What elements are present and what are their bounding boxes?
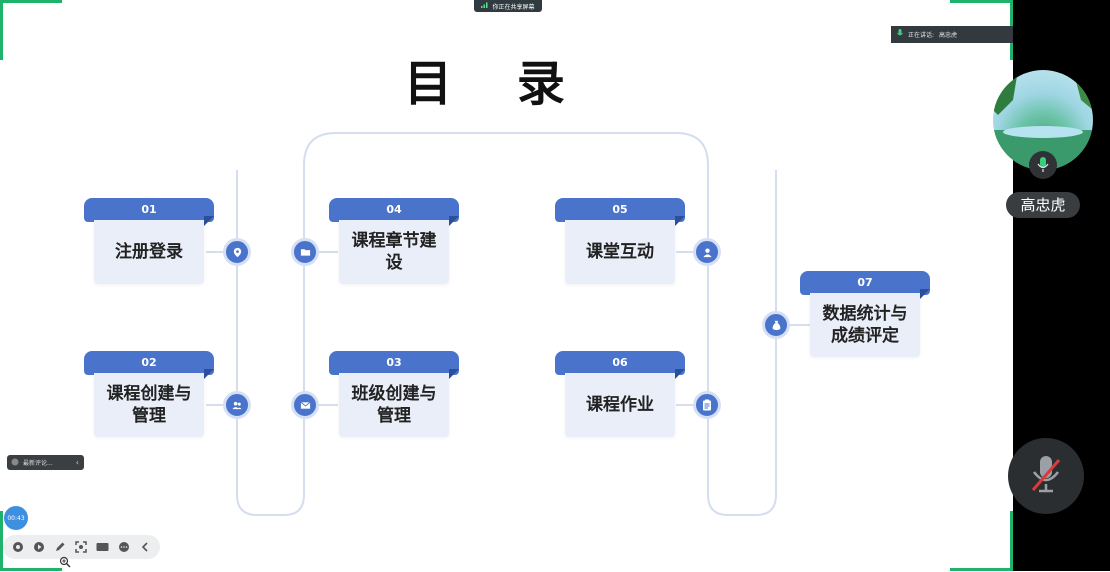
mail-icon — [291, 391, 319, 419]
screenshot-icon[interactable] — [74, 540, 88, 554]
card-fold — [449, 369, 459, 379]
signal-icon — [481, 2, 489, 10]
corner-bracket — [950, 0, 1012, 3]
toc-card[interactable]: 02 课程创建与管理 — [84, 351, 214, 439]
connector-lines — [206, 132, 810, 516]
more-icon[interactable] — [117, 540, 131, 554]
corner-bracket — [950, 568, 1012, 571]
comment-label: 最新评论... — [23, 460, 53, 467]
card-fold — [920, 289, 930, 299]
corner-bracket — [0, 568, 62, 571]
card-fold — [675, 369, 685, 379]
users-icon — [223, 391, 251, 419]
page-title: 目 录 — [404, 56, 589, 112]
card-label: 课程创建与管理 — [94, 373, 204, 437]
card-fold — [675, 216, 685, 226]
card-label: 课堂互动 — [565, 220, 675, 284]
toc-card[interactable]: 04 课程章节建设 — [329, 198, 459, 286]
card-label: 课程作业 — [565, 373, 675, 437]
screen-share-label: 你正在共享屏幕 — [492, 3, 535, 11]
card-number: 03 — [329, 351, 459, 375]
screen-share-bar[interactable]: 你正在共享屏幕 — [474, 0, 542, 12]
record-icon[interactable] — [11, 540, 25, 554]
toc-card[interactable]: 07 数据统计与成绩评定 — [800, 271, 930, 359]
card-number: 05 — [555, 198, 685, 222]
clipboard-icon — [693, 391, 721, 419]
card-label: 班级创建与管理 — [339, 373, 449, 437]
mic-icon — [897, 29, 903, 40]
play-icon[interactable] — [32, 540, 46, 554]
camera-icon[interactable] — [96, 540, 110, 554]
card-number: 06 — [555, 351, 685, 375]
chevron-left-icon[interactable]: ‹ — [75, 458, 79, 467]
speaking-indicator: 正在讲话: 高忠虎 — [891, 26, 1013, 43]
card-label: 注册登录 — [94, 220, 204, 284]
participant-name: 高忠虎 — [1006, 192, 1080, 218]
corner-bracket — [1010, 511, 1013, 571]
corner-bracket — [0, 0, 62, 3]
mic-muted-icon — [1029, 454, 1063, 498]
card-label: 数据统计与成绩评定 — [810, 293, 920, 357]
zoom-icon[interactable] — [59, 553, 71, 568]
speaking-label: 正在讲话: — [908, 32, 935, 39]
collapse-icon[interactable] — [138, 540, 152, 554]
comment-pill[interactable]: 最新评论... ‹ — [7, 455, 84, 470]
card-number: 04 — [329, 198, 459, 222]
mute-button[interactable] — [1008, 438, 1084, 514]
card-fold — [204, 216, 214, 226]
card-number: 07 — [800, 271, 930, 295]
pen-icon[interactable] — [53, 540, 67, 554]
toc-card[interactable]: 03 班级创建与管理 — [329, 351, 459, 439]
timer-badge: 00:43 — [4, 506, 28, 530]
toc-card[interactable]: 06 课程作业 — [555, 351, 685, 439]
card-label: 课程章节建设 — [339, 220, 449, 284]
location-pin-icon — [223, 238, 251, 266]
toc-card[interactable]: 01 注册登录 — [84, 198, 214, 286]
card-fold — [449, 216, 459, 226]
corner-bracket — [0, 511, 3, 571]
card-number: 01 — [84, 198, 214, 222]
folder-icon — [291, 238, 319, 266]
annotation-toolbar — [3, 535, 160, 559]
card-number: 02 — [84, 351, 214, 375]
speaking-name: 高忠虎 — [939, 32, 958, 39]
comment-icon — [11, 458, 19, 468]
money-bag-icon — [762, 311, 790, 339]
person-icon — [693, 238, 721, 266]
card-fold — [204, 369, 214, 379]
corner-bracket — [0, 0, 3, 60]
toc-card[interactable]: 05 课堂互动 — [555, 198, 685, 286]
participant-mic-badge — [1029, 151, 1057, 179]
